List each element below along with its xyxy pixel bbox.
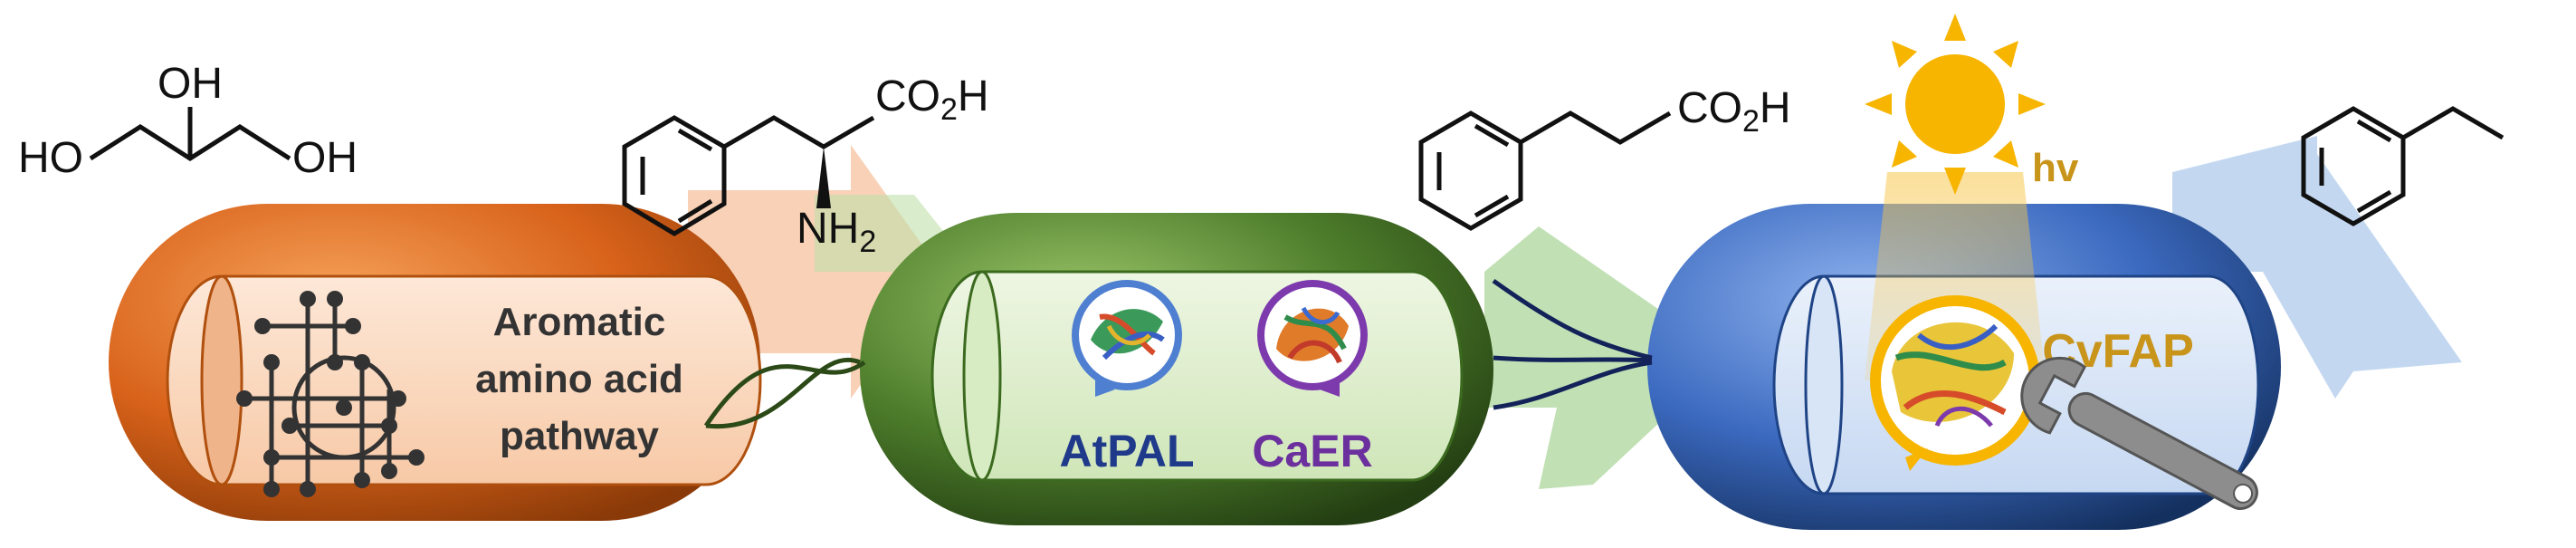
wrench-icon <box>2020 356 2258 510</box>
hv-label: hv <box>2032 146 2079 190</box>
connector-tube-orange-green <box>703 358 866 429</box>
ethylbenzene-molecule <box>2301 106 2504 226</box>
phenylalanine-molecule <box>622 115 875 236</box>
phenylalanine-wedge-bond <box>816 147 831 208</box>
glycerol-molecule <box>89 107 291 161</box>
metabolic-network-icon <box>236 291 425 497</box>
caer-enzyme-icon <box>1257 280 1368 397</box>
green-cell <box>860 213 1493 525</box>
phe-co2h: CO2H <box>875 72 989 127</box>
ppa-co2h: CO2H <box>1677 84 1791 139</box>
sun-icon <box>1865 14 2046 195</box>
glycerol-oh-top: OH <box>157 60 223 108</box>
glycerol-oh-right: OH <box>292 134 358 182</box>
caer-label: CaER <box>1252 426 1372 476</box>
orange-cell-label-line-2: amino acid <box>475 357 683 401</box>
flow-arrow-blue <box>2172 136 2462 399</box>
glycerol-ho-left: HO <box>18 134 83 182</box>
connector-tube-green-blue <box>1492 278 1653 410</box>
orange-cell-label-line-3: pathway <box>500 414 660 458</box>
atpal-enzyme-icon <box>1072 280 1182 397</box>
phe-nh2: NH2 <box>797 205 876 259</box>
orange-cell-label-line-1: Aromatic <box>493 300 666 344</box>
phenylpropanoic-acid-molecule <box>1418 111 1672 231</box>
atpal-label: AtPAL <box>1059 426 1194 476</box>
